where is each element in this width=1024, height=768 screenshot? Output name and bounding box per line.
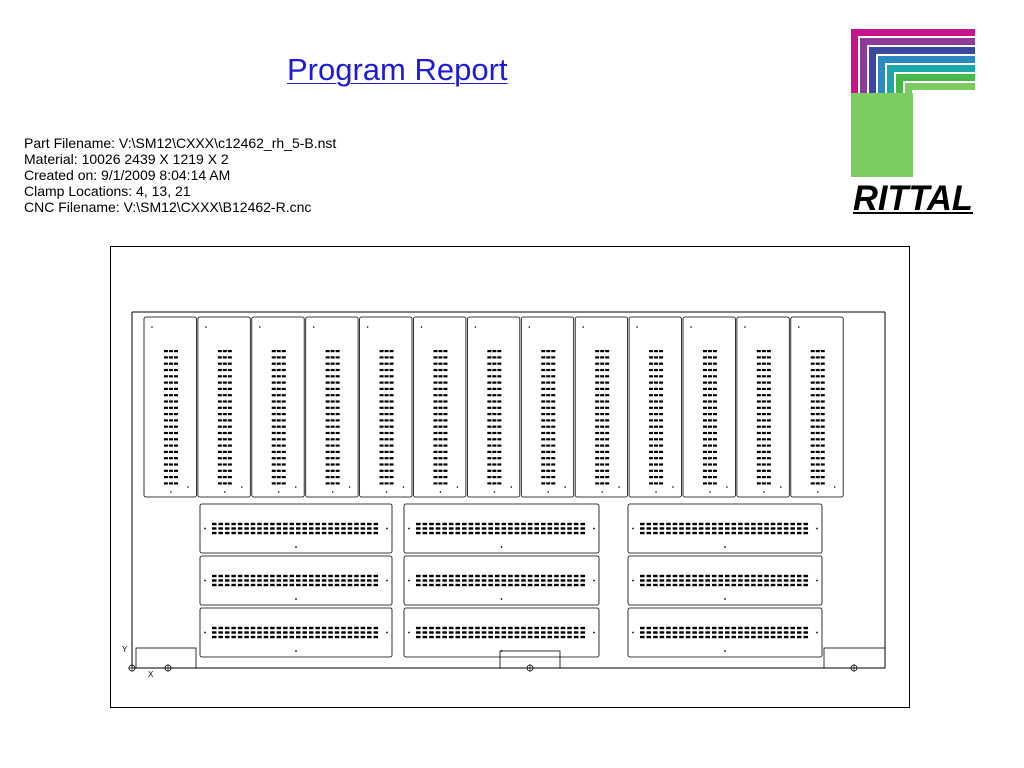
vertical-panel bbox=[197, 316, 251, 498]
vertical-panel bbox=[574, 316, 629, 498]
vertical-panel bbox=[520, 316, 575, 498]
vertical-panel bbox=[143, 316, 197, 498]
material: Material: 10026 2439 X 1219 X 2 bbox=[24, 151, 229, 167]
horizontal-panel bbox=[199, 503, 393, 554]
vertical-panel bbox=[682, 316, 736, 498]
horizontal-panel bbox=[199, 607, 393, 658]
rittal-wordmark: RITTAL bbox=[853, 179, 973, 218]
clamp-markers bbox=[128, 664, 858, 672]
vertical-panel bbox=[251, 316, 305, 498]
nest-layout-drawing: Y X bbox=[110, 246, 910, 708]
vertical-panel bbox=[359, 316, 413, 498]
cnc-filename: CNC Filename: V:\SM12\CXXX\B12462-R.cnc bbox=[24, 199, 312, 215]
horizontal-panel bbox=[403, 555, 600, 606]
axis-x-label: X bbox=[148, 670, 154, 679]
program-report-title[interactable]: Program Report bbox=[287, 52, 508, 87]
horizontal-panel bbox=[627, 503, 823, 554]
horizontal-panel bbox=[627, 607, 823, 658]
vertical-panel bbox=[413, 316, 467, 498]
horizontal-panel bbox=[403, 503, 600, 554]
axis-y-label: Y bbox=[122, 645, 128, 654]
created-on: Created on: 9/1/2009 8:04:14 AM bbox=[24, 167, 231, 183]
vertical-panel bbox=[736, 316, 790, 498]
horizontal-panel bbox=[627, 555, 823, 606]
part-filename: Part Filename: V:\SM12\CXXX\c12462_rh_5-… bbox=[24, 135, 337, 151]
clamp-locations: Clamp Locations: 4, 13, 21 bbox=[24, 183, 191, 199]
vertical-panel bbox=[628, 316, 682, 498]
vertical-panel bbox=[466, 316, 521, 498]
part-info-block: Part Filename: V:\SM12\CXXX\c12462_rh_5-… bbox=[24, 135, 336, 215]
horizontal-panel bbox=[403, 607, 600, 658]
vertical-panel bbox=[790, 316, 844, 498]
rittal-logo: RITTAL bbox=[851, 29, 975, 219]
horizontal-panel bbox=[199, 555, 393, 606]
vertical-panel bbox=[305, 316, 359, 498]
